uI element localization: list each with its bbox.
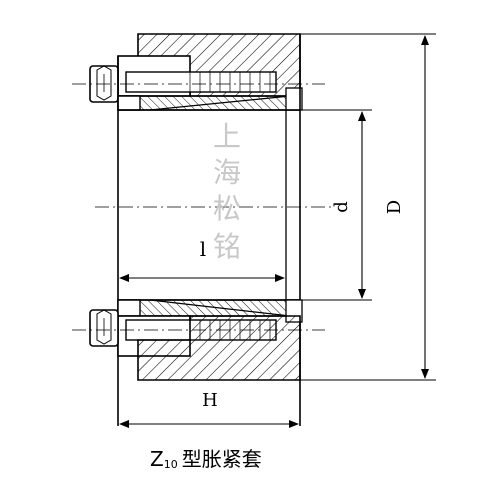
watermark: 上 海 松 铭 bbox=[213, 120, 241, 263]
dimension-l: l bbox=[119, 237, 285, 282]
dimension-H-label: H bbox=[202, 390, 218, 411]
outer-ring-bottom bbox=[137, 315, 301, 381]
caption-subscript: 10 bbox=[164, 458, 178, 471]
watermark-char-4: 铭 bbox=[213, 230, 241, 263]
caption: Z10 型胀紧套 bbox=[150, 447, 262, 471]
caption-prefix: Z bbox=[150, 447, 164, 471]
dimension-l-label: l bbox=[200, 237, 206, 261]
center-lines bbox=[72, 83, 335, 331]
caption-title: 型胀紧套 bbox=[182, 447, 262, 471]
watermark-char-2: 海 bbox=[213, 156, 241, 189]
inner-ring-bottom bbox=[117, 299, 303, 323]
dimension-D: D bbox=[300, 33, 436, 381]
dimension-d-label: d bbox=[331, 201, 352, 213]
dimension-d: d bbox=[300, 109, 372, 301]
dimension-D-label: D bbox=[384, 200, 405, 214]
watermark-char-3: 松 bbox=[213, 192, 241, 225]
dimension-H: H bbox=[119, 390, 299, 428]
bolt-top bbox=[89, 55, 277, 103]
watermark-char-1: 上 bbox=[213, 120, 241, 153]
